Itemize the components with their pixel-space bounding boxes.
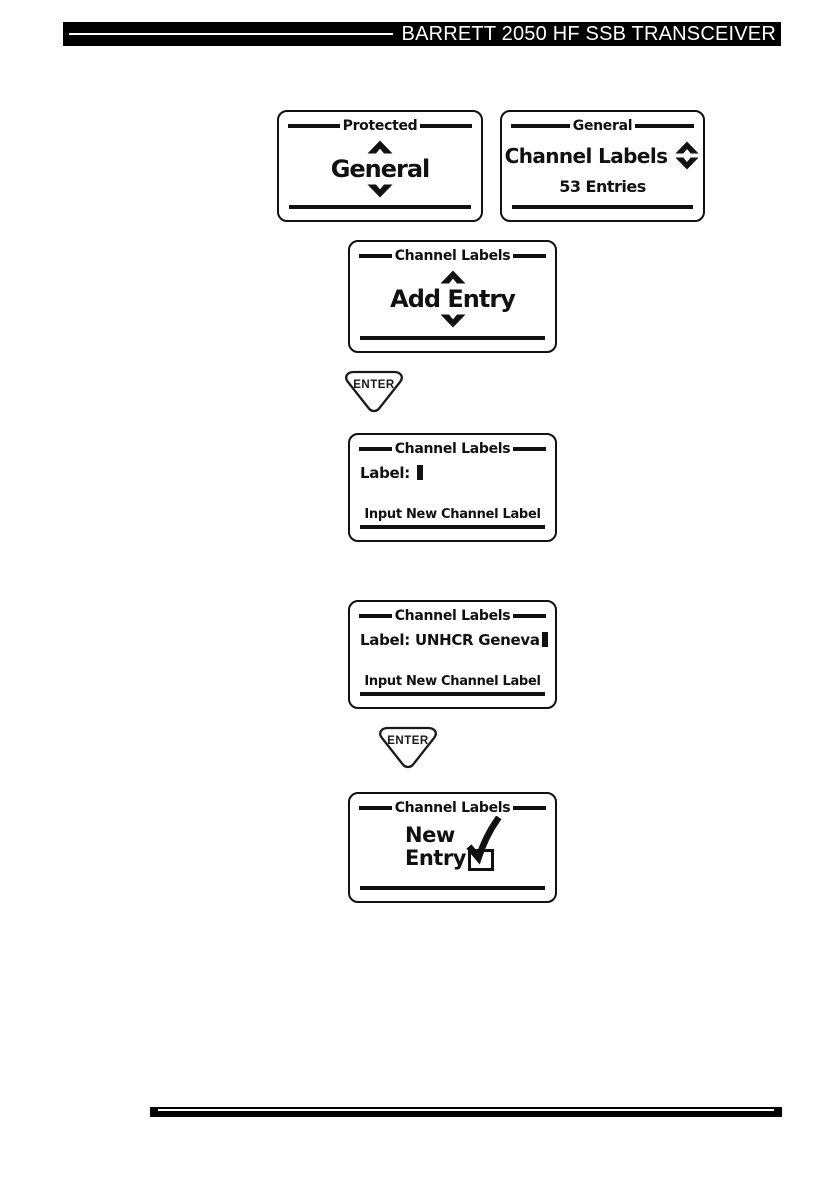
header-rule-line — [69, 33, 393, 35]
lcd-body: Add Entry — [355, 264, 550, 334]
title-rule — [359, 806, 392, 810]
lcd-bottom-rule — [360, 691, 545, 696]
entries-count: 53 Entries — [559, 177, 646, 196]
lcd-body: Channel Labels 53 Entries — [504, 134, 700, 203]
chevron-down-icon — [675, 157, 699, 170]
chevron-up-icon — [675, 141, 699, 154]
lcd-screen-protected-menu: Protected General — [277, 110, 483, 222]
title-rule — [513, 254, 547, 258]
label-input-row: Label:UNHCR Geneva — [360, 632, 548, 648]
lcd-bottom-rule — [360, 335, 545, 340]
new-entry-text: New Entry — [405, 824, 466, 870]
title-rule — [513, 614, 547, 618]
header-bar: BARRETT 2050 HF SSB TRANSCEIVER — [63, 22, 781, 46]
label-input-row: Label: — [360, 465, 423, 481]
text-cursor-block — [416, 465, 423, 480]
label-field-value: UNHCR Geneva — [414, 631, 540, 649]
menu-selection: Channel Labels — [504, 143, 668, 168]
new-entry-line2: Entry — [405, 846, 466, 870]
lcd-title: Channel Labels — [394, 441, 511, 457]
check-icon — [466, 816, 502, 865]
title-rule — [359, 254, 392, 258]
text-cursor-block — [541, 632, 548, 647]
lcd-title: Channel Labels — [394, 248, 511, 264]
lcd-screen-general-menu: General Channel Labels 53 Entries — [500, 110, 705, 222]
footer-bar — [150, 1107, 782, 1117]
lcd-body: General — [284, 134, 476, 203]
lcd-bottom-rule — [512, 204, 693, 209]
title-rule — [359, 447, 392, 451]
title-rule — [420, 124, 472, 128]
new-entry-line1: New — [405, 823, 455, 847]
title-rule — [511, 124, 570, 128]
enter-key-icon: ENTER — [345, 370, 403, 413]
enter-key-icon: ENTER — [379, 726, 437, 769]
lcd-bottom-rule — [360, 524, 545, 529]
title-rule — [288, 124, 340, 128]
lcd-title-bar: Channel Labels — [359, 608, 547, 624]
input-hint: Input New Channel Label — [364, 507, 541, 522]
menu-selection: General — [330, 154, 431, 183]
scroll-indicator — [674, 141, 700, 170]
label-field-name: Label: — [360, 631, 410, 649]
lcd-bottom-rule — [289, 204, 471, 209]
footer-rule-line — [158, 1109, 774, 1111]
chevron-down-icon — [440, 314, 465, 328]
lcd-title: General — [572, 118, 633, 134]
title-rule — [513, 447, 547, 451]
lcd-title: Protected — [342, 118, 418, 134]
title-rule — [359, 614, 392, 618]
lcd-screen-add-entry: Channel Labels Add Entry — [348, 240, 557, 353]
lcd-title-bar: Channel Labels — [359, 441, 547, 457]
enter-key-label: ENTER — [353, 379, 395, 391]
enter-key-label: ENTER — [387, 735, 429, 747]
lcd-title: Channel Labels — [394, 800, 511, 816]
chevron-up-icon — [440, 270, 465, 284]
input-hint: Input New Channel Label — [364, 674, 541, 689]
lcd-screen-label-input-empty: Channel Labels Label: Input New Channel … — [348, 433, 557, 542]
title-rule — [513, 806, 547, 810]
lcd-title-bar: Protected — [288, 119, 472, 133]
lcd-title-bar: Channel Labels — [359, 248, 547, 264]
lcd-title-bar: General — [511, 119, 694, 133]
lcd-title-bar: Channel Labels — [359, 800, 547, 816]
title-rule — [635, 124, 694, 128]
lcd-title: Channel Labels — [394, 608, 511, 624]
chevron-down-icon — [367, 184, 393, 197]
label-field-name: Label: — [360, 464, 410, 482]
lcd-screen-label-input-filled: Channel Labels Label:UNHCR Geneva Input … — [348, 600, 557, 709]
chevron-up-icon — [367, 140, 393, 153]
page-title: BARRETT 2050 HF SSB TRANSCEIVER — [401, 23, 776, 45]
lcd-bottom-rule — [360, 885, 545, 890]
lcd-screen-new-entry-confirm: Channel Labels New Entry — [348, 792, 557, 903]
menu-selection: Add Entry — [390, 285, 516, 313]
